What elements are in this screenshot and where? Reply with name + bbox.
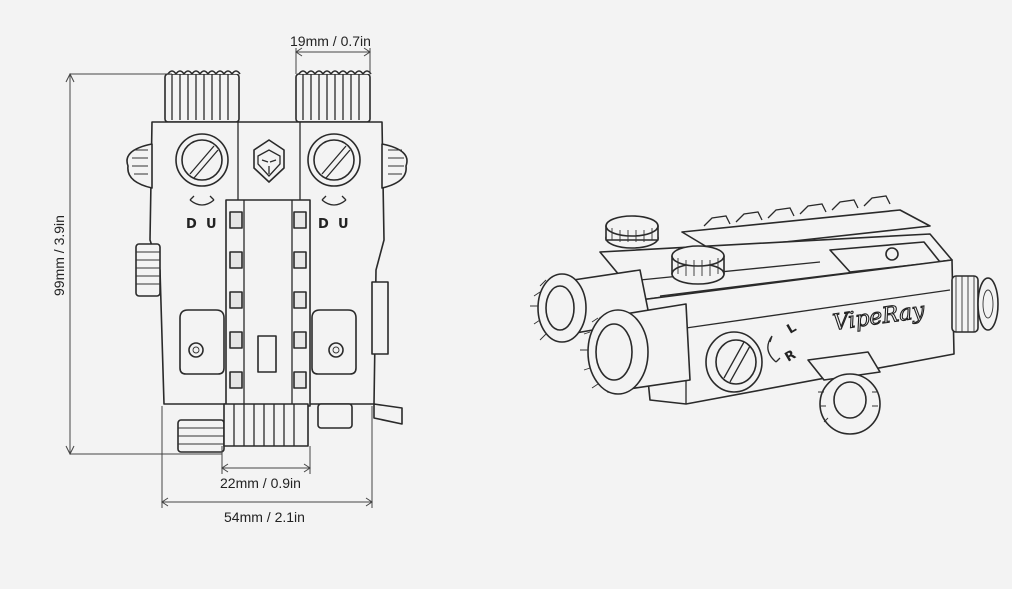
iso-top-knob-back (605, 215, 659, 249)
picatinny-rail (681, 209, 931, 251)
total-width-label: 54mm / 2.1in (224, 509, 305, 525)
left-lower-plate (179, 309, 225, 375)
iso-rear-emitter (951, 275, 999, 333)
bottom-right-mount (317, 403, 353, 429)
viper-logo-icon (253, 139, 285, 183)
adjust-arrow-icon (321, 195, 347, 206)
right-down-label: D (318, 217, 329, 232)
front-view: D U D U (51, 33, 408, 525)
total-width-dimension: 54mm / 2.1in (161, 406, 373, 525)
left-down-label: D (186, 217, 197, 232)
iso-top-knob-front (671, 245, 725, 285)
right-lower-plate (311, 309, 357, 375)
iso-front-barrel-lower (580, 303, 691, 395)
bottom-lever (373, 403, 403, 425)
top-right-knob (295, 70, 372, 123)
front-lens-ring (223, 403, 309, 447)
front-width-dimension: 22mm / 0.9in (220, 446, 311, 491)
adjust-arrow-icon (767, 335, 781, 363)
right-adjust-screw (307, 133, 361, 187)
left-adjust-screw (175, 133, 229, 187)
front-width-label: 22mm / 0.9in (220, 475, 301, 491)
height-dimension: 99mm / 3.9in (51, 72, 222, 456)
adjust-arrow-icon (189, 195, 215, 206)
serial-plate (257, 335, 277, 373)
iso-side-screw (705, 331, 763, 393)
height-dimension-label: 99mm / 3.9in (51, 215, 67, 296)
knob-width-label: 19mm / 0.7in (290, 33, 371, 49)
top-left-knob (164, 70, 241, 123)
right-connector (371, 281, 389, 355)
knob-width-dimension: 19mm / 0.7in (290, 33, 371, 74)
right-up-label: U (338, 217, 349, 232)
left-side-wheel (135, 243, 161, 297)
iso-bottom-mount (807, 351, 881, 435)
left-up-label: U (206, 217, 217, 232)
isometric-view: VipeRay (530, 195, 999, 435)
